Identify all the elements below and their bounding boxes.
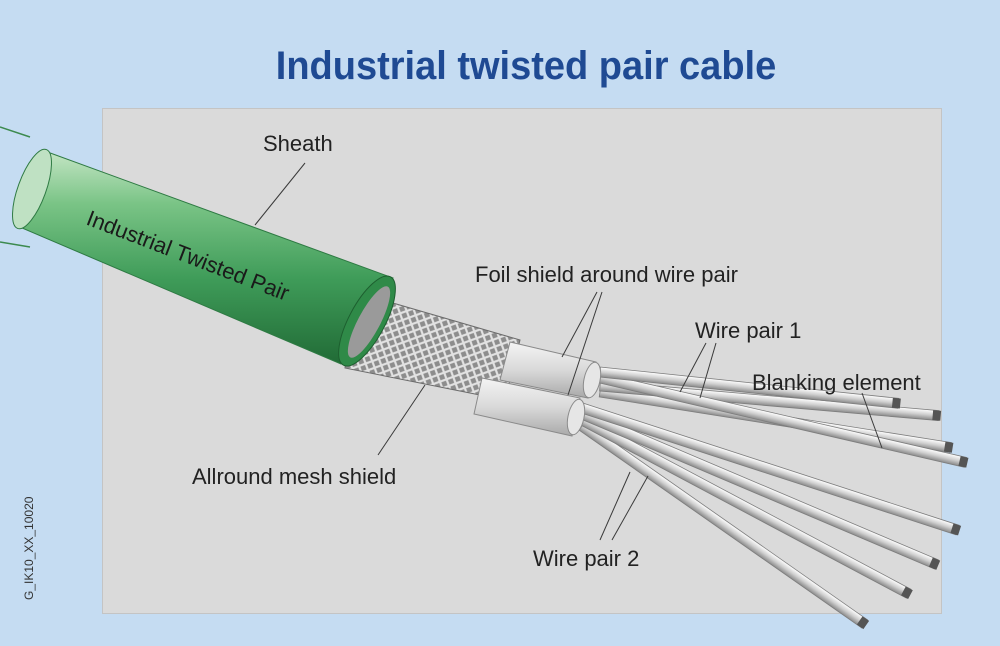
figure-code: G_IK10_XX_10020 <box>22 496 36 600</box>
label-wire-pair-2: Wire pair 2 <box>533 546 640 571</box>
label-foil-shield: Foil shield around wire pair <box>475 262 738 287</box>
label-mesh-shield: Allround mesh shield <box>192 464 397 489</box>
label-sheath: Sheath <box>263 131 333 156</box>
diagram-title: Industrial twisted pair cable <box>275 44 777 88</box>
label-wire-pair-1: Wire pair 1 <box>695 318 802 343</box>
wire-pair-1 <box>598 366 969 468</box>
label-blanking-element: Blanking element <box>752 370 921 395</box>
foil-shield-pair-2 <box>473 377 586 437</box>
leader-lines <box>254 162 883 541</box>
wire-pair-2 <box>578 402 962 630</box>
sheath <box>12 148 396 367</box>
continuation-marks <box>0 126 31 248</box>
